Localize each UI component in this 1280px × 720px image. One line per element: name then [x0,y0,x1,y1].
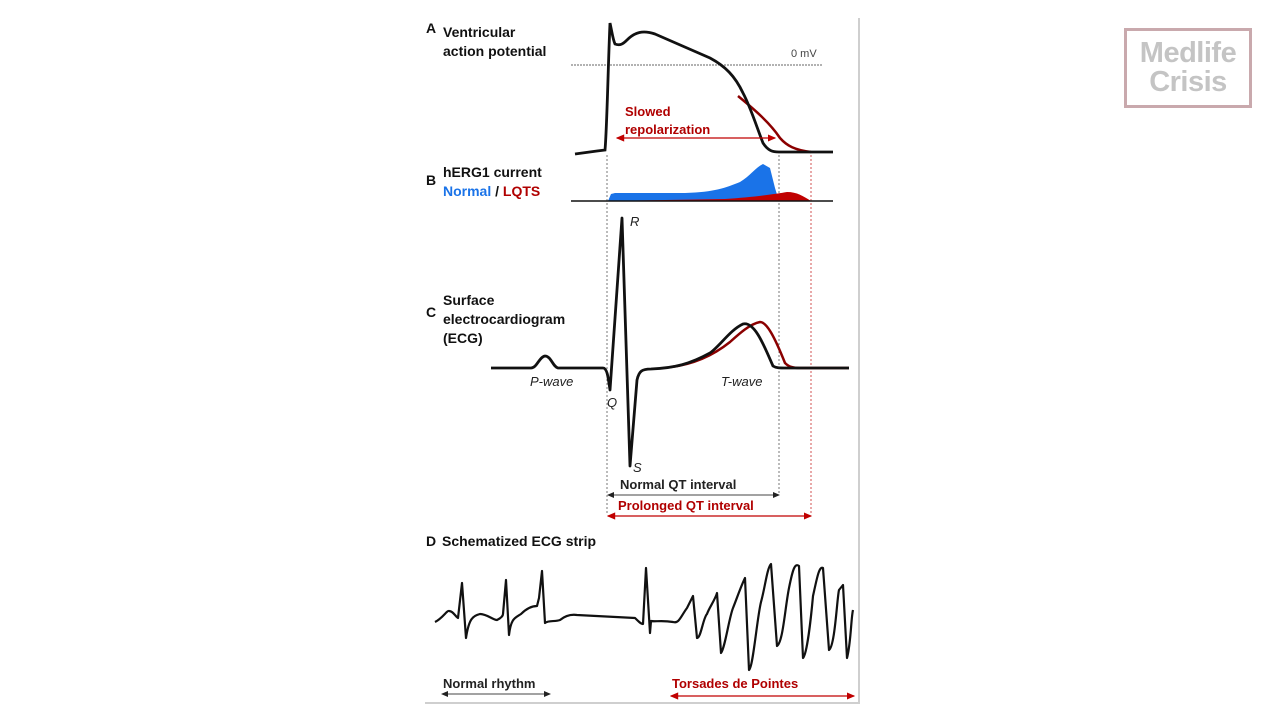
r-label: R [630,214,640,229]
herg-legend: Normal / LQTS [443,182,540,201]
guide-lines [606,155,812,515]
zero-mv-label: 0 mV [791,48,817,60]
legend-lqts: LQTS [502,183,541,199]
legend-normal: Normal [443,183,492,199]
panel-a-title: Ventricular action potential [443,23,546,61]
slowed-repolarization-label: Slowed repolarization [625,103,710,139]
slowed-label: Slowed [625,104,671,119]
panel-a-title-line2: action potential [443,43,547,59]
p-wave-label: P-wave [530,374,574,389]
figure-panel: A Ventricular action potential 0 mV Slow… [425,18,860,704]
watermark-line1: Medlife [1139,37,1237,69]
repolarization-label: repolarization [625,122,711,137]
legend-separator: / [495,183,500,199]
q-label: Q [607,395,618,410]
panel-letter-d: D [426,533,437,549]
normal-qt-label: Normal QT interval [620,477,737,492]
normal-rhythm-label: Normal rhythm [443,676,536,691]
panel-d-title: Schematized ECG strip [442,533,597,549]
s-label: S [633,460,642,475]
t-wave-label: T-wave [721,374,763,389]
panel-c-title-line3: (ECG) [443,330,483,346]
medlife-crisis-watermark: Medlife Crisis [1124,28,1252,108]
prolonged-qt-label: Prolonged QT interval [618,498,754,513]
panel-letter-c: C [426,304,437,320]
panel-c-title-line2: electrocardiogram [443,311,566,327]
torsades-label: Torsades de Pointes [672,676,799,691]
panel-b-title: hERG1 current [443,164,542,180]
panel-letter-a: A [426,20,437,36]
panel-a-title-line1: Ventricular [443,24,516,40]
panel-c-title: Surface electrocardiogram (ECG) [443,291,565,348]
panel-c-title-line1: Surface [443,292,495,308]
diagram-artwork [434,22,856,700]
panel-letter-b: B [426,172,437,188]
watermark-line2: Crisis [1149,66,1227,98]
